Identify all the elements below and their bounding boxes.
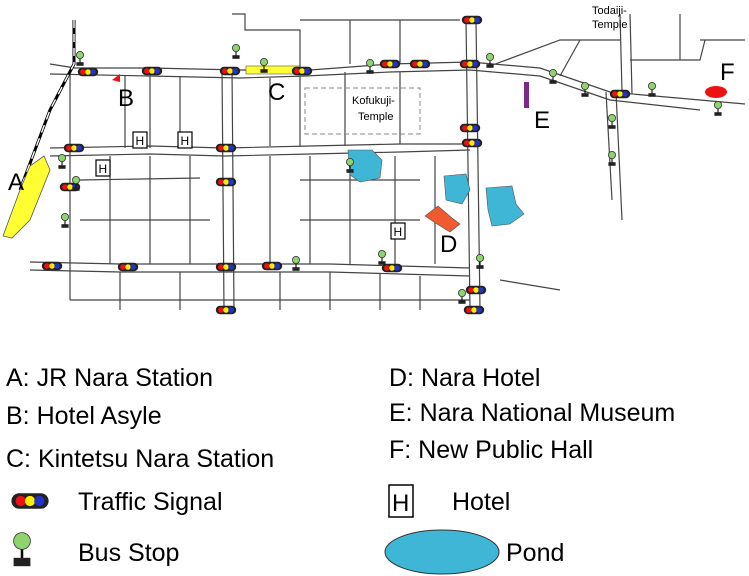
traffic-signal-icon	[41, 261, 63, 271]
traffic-signal-icon	[11, 493, 49, 509]
label-d: D	[440, 231, 457, 258]
kofukuji-label-line2: Temple	[358, 111, 393, 123]
kofukuji-label-line1: Kofukuji-	[352, 95, 395, 107]
legend-hotel-symbol: H	[392, 490, 409, 517]
traffic-signal-icon	[465, 285, 487, 295]
label-e: E	[534, 107, 550, 134]
bus-stop-icon	[475, 253, 484, 269]
legend-hotel-asyle: B: Hotel Asyle	[6, 402, 162, 430]
label-b: B	[118, 85, 134, 112]
traffic-signal-icon	[141, 66, 163, 76]
ponds	[347, 149, 525, 227]
kofukuji-grounds	[304, 87, 421, 135]
nara-hotel-shape	[424, 205, 461, 233]
todaiji-label-line2: Temple	[592, 19, 627, 31]
bus-stop-icon	[58, 153, 67, 169]
traffic-signal-icon	[11, 493, 49, 509]
street-network	[29, 13, 746, 311]
bus-stop-icon	[365, 59, 374, 74]
bus-stop-icon	[648, 82, 657, 97]
traffic-signal-icon	[609, 89, 631, 99]
traffic-signal-icon	[261, 261, 283, 271]
bus-stop-icon	[259, 58, 268, 73]
bus-stop-icon	[457, 288, 466, 304]
bus-stop-icon	[13, 532, 31, 567]
bus-stop-icon	[231, 44, 240, 59]
hotel-asyle-shape	[112, 74, 120, 82]
jr-nara-station-shape	[2, 155, 51, 239]
legend-new-public-hall: F: New Public Hall	[389, 436, 594, 464]
traffic-signal-icon	[117, 262, 139, 272]
hotel-icon: H	[177, 131, 193, 149]
hotel-icon: H	[390, 222, 406, 240]
hotel-markers: H H H H	[95, 131, 406, 240]
traffic-signal-icon	[215, 143, 237, 153]
kintetsu-nara-station-shape	[245, 65, 301, 75]
traffic-signal-icon	[215, 262, 237, 272]
hotel-icon: H	[388, 484, 414, 518]
label-f: F	[720, 59, 735, 86]
legend-pond: Pond	[506, 539, 565, 567]
bus-stop-icon	[608, 114, 617, 129]
pond	[443, 173, 471, 205]
traffic-signal-icon	[77, 67, 99, 77]
legend-jr-nara-station: A: JR Nara Station	[6, 364, 214, 392]
traffic-signal-icon	[291, 66, 313, 76]
traffic-signal-icon	[381, 263, 403, 273]
pond	[485, 185, 525, 227]
bus-stop-icon	[485, 53, 494, 68]
bus-stop-icon	[377, 249, 386, 265]
legend-traffic-signal: Traffic Signal	[78, 488, 223, 516]
traffic-signal-icon	[461, 15, 483, 25]
pond-icon	[384, 529, 500, 575]
traffic-signal-icon	[459, 123, 481, 133]
label-a: A	[8, 169, 24, 196]
legend-nara-national-museum: E: Nara National Museum	[389, 399, 676, 427]
traffic-signal-icon	[409, 59, 431, 69]
svg-text:H: H	[99, 162, 108, 176]
nara-national-museum-shape	[524, 82, 529, 108]
new-public-hall-shape	[705, 86, 727, 98]
todaiji-label-line1: Todaiji-	[592, 5, 627, 17]
bus-stops	[58, 44, 723, 304]
jr-railway	[18, 20, 76, 191]
bus-stop-icon	[72, 175, 81, 191]
bus-stop-icon	[13, 532, 31, 567]
traffic-signal-icon	[219, 66, 241, 76]
hotel-icon: H	[132, 131, 148, 149]
traffic-signal-icon	[215, 177, 237, 187]
bus-stop-icon	[76, 51, 85, 66]
svg-text:H: H	[136, 134, 145, 148]
traffic-signal-icon	[63, 143, 85, 153]
traffic-signal-icon	[379, 59, 401, 69]
traffic-signals	[41, 15, 631, 315]
legend-bus-stop: Bus Stop	[78, 539, 180, 567]
bus-stop-icon	[608, 150, 617, 166]
legend-kintetsu-nara-station: C: Kintetsu Nara Station	[6, 445, 275, 473]
bus-stop-icon	[345, 157, 354, 173]
place-labels: A B C D E F	[8, 59, 735, 258]
bus-stop-icon	[291, 255, 300, 271]
label-c: C	[268, 79, 285, 106]
svg-text:H: H	[181, 134, 190, 148]
pond	[347, 149, 383, 183]
traffic-signal-icon	[459, 59, 481, 69]
legend-hotel: Hotel	[452, 488, 511, 516]
bus-stop-icon	[61, 212, 70, 228]
svg-text:H: H	[394, 225, 403, 239]
bus-stop-icon	[714, 101, 723, 116]
hotel-icon: H	[95, 159, 111, 177]
legend-nara-hotel: D: Nara Hotel	[389, 364, 541, 392]
bus-stop-icon	[549, 69, 558, 84]
traffic-signal-icon	[461, 138, 483, 148]
temple-labels: Kofukuji- Temple Todaiji- Temple	[352, 5, 627, 123]
traffic-signal-icon	[215, 305, 237, 315]
traffic-signal-icon	[463, 305, 485, 315]
bus-stop-icon	[581, 82, 590, 97]
